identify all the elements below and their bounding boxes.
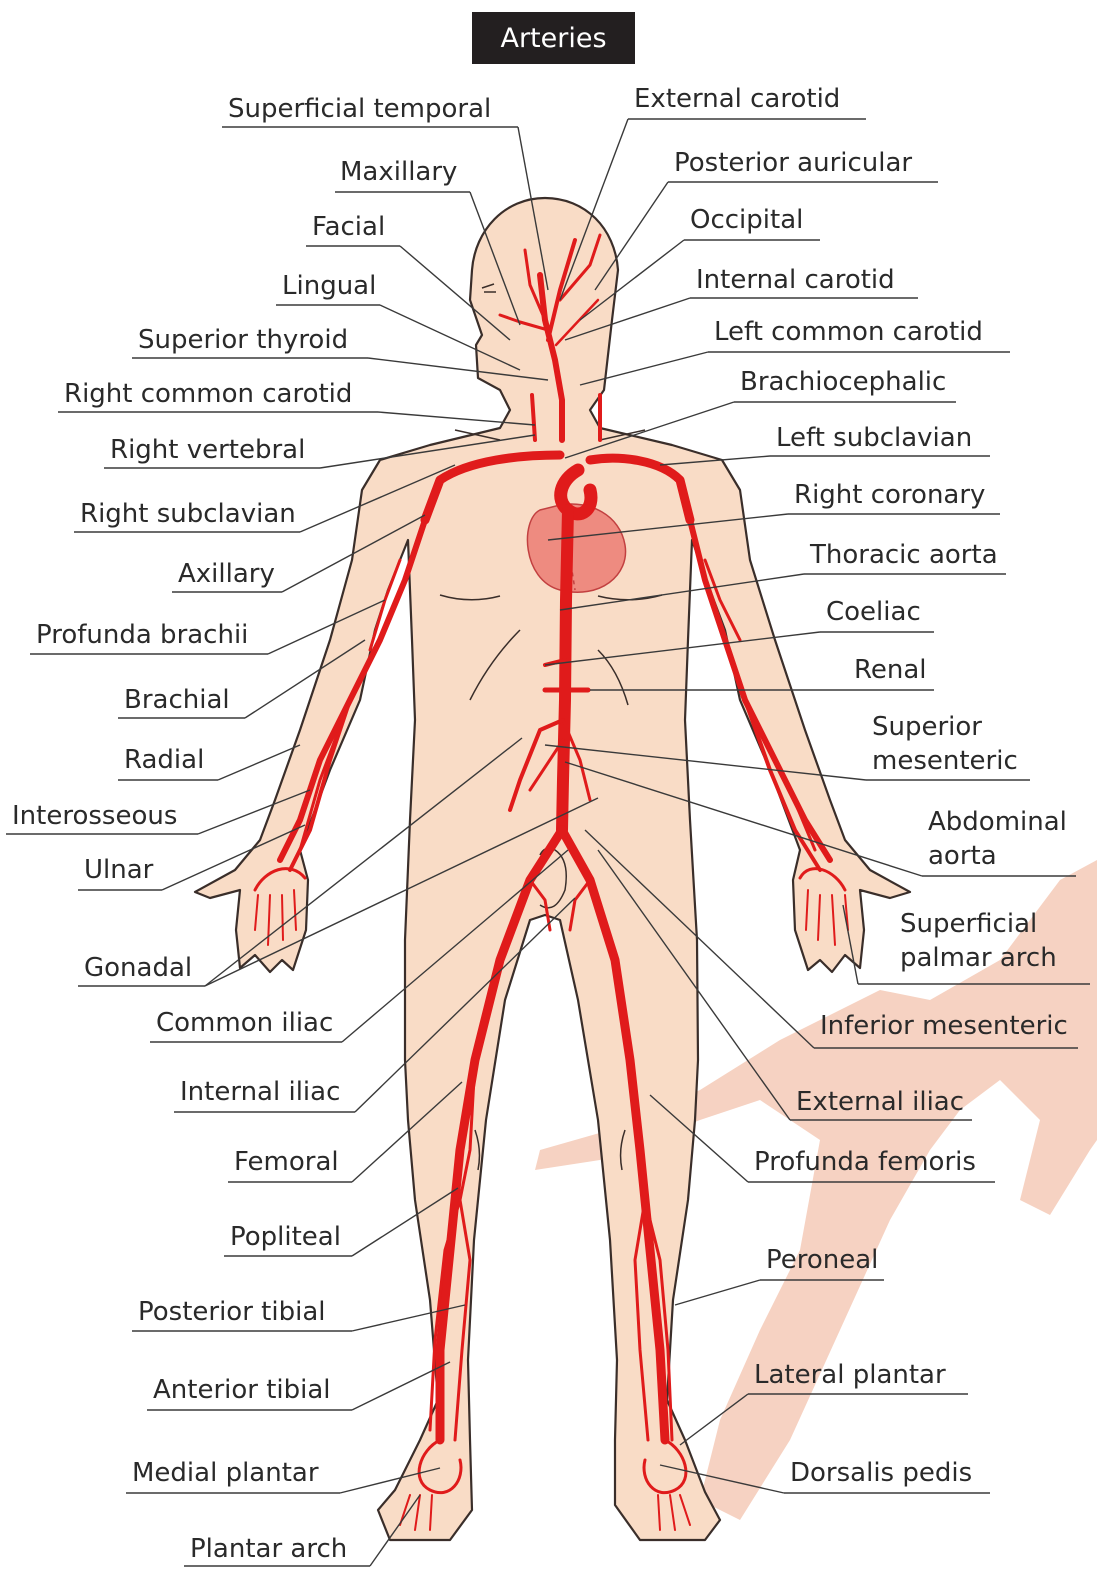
label-lateral-plantar: Lateral plantar: [754, 1360, 946, 1390]
label-internal-iliac: Internal iliac: [180, 1077, 340, 1107]
label-coeliac: Coeliac: [826, 597, 921, 627]
label-posterior-auricular: Posterior auricular: [674, 148, 912, 178]
label-occipital: Occipital: [690, 205, 803, 235]
label-profunda-femoris: Profunda femoris: [754, 1147, 976, 1177]
label-thoracic-aorta: Thoracic aorta: [809, 540, 998, 570]
label-left-subclavian: Left subclavian: [776, 423, 972, 453]
label-plantar-arch: Plantar arch: [190, 1534, 347, 1564]
label-axillary: Axillary: [178, 559, 275, 589]
label-radial: Radial: [124, 745, 204, 775]
label-interosseous: Interosseous: [12, 801, 177, 831]
label-internal-carotid: Internal carotid: [696, 265, 895, 295]
label-inferior-mesenteric: Inferior mesenteric: [820, 1011, 1068, 1041]
label-ulnar: Ulnar: [84, 855, 154, 885]
label-right-coronary: Right coronary: [794, 480, 985, 510]
label-posterior-tibial: Posterior tibial: [138, 1297, 325, 1327]
label-dorsalis-pedis: Dorsalis pedis: [790, 1458, 972, 1488]
label-peroneal: Peroneal: [766, 1245, 878, 1275]
label-gonadal: Gonadal: [84, 953, 192, 983]
label-external-iliac: External iliac: [796, 1087, 964, 1117]
label-maxillary: Maxillary: [340, 157, 457, 187]
label-renal: Renal: [854, 655, 927, 685]
label-right-vertebral: Right vertebral: [110, 435, 305, 465]
diagram-title: Arteries: [472, 12, 635, 64]
label-common-iliac: Common iliac: [156, 1008, 333, 1038]
label-anterior-tibial: Anterior tibial: [153, 1375, 331, 1405]
label-superficial-temporal: Superficial temporal: [228, 94, 491, 124]
label-right-subclavian: Right subclavian: [80, 499, 296, 529]
label-femoral: Femoral: [234, 1147, 339, 1177]
leader-peroneal: [675, 1280, 760, 1305]
label-superior-thyroid: Superior thyroid: [138, 325, 348, 355]
label-brachiocephalic: Brachiocephalic: [740, 367, 946, 397]
label-facial: Facial: [312, 212, 385, 242]
leader-anterior-tibial: [352, 1362, 450, 1410]
label-left-common-carotid: Left common carotid: [714, 317, 983, 347]
label-brachial: Brachial: [124, 685, 230, 715]
label-external-carotid: External carotid: [634, 84, 840, 114]
label-profunda-brachii: Profunda brachii: [36, 620, 248, 650]
label-medial-plantar: Medial plantar: [132, 1458, 319, 1488]
label-right-common-carotid: Right common carotid: [64, 379, 352, 409]
label-popliteal: Popliteal: [230, 1222, 341, 1252]
label-lingual: Lingual: [282, 271, 376, 301]
